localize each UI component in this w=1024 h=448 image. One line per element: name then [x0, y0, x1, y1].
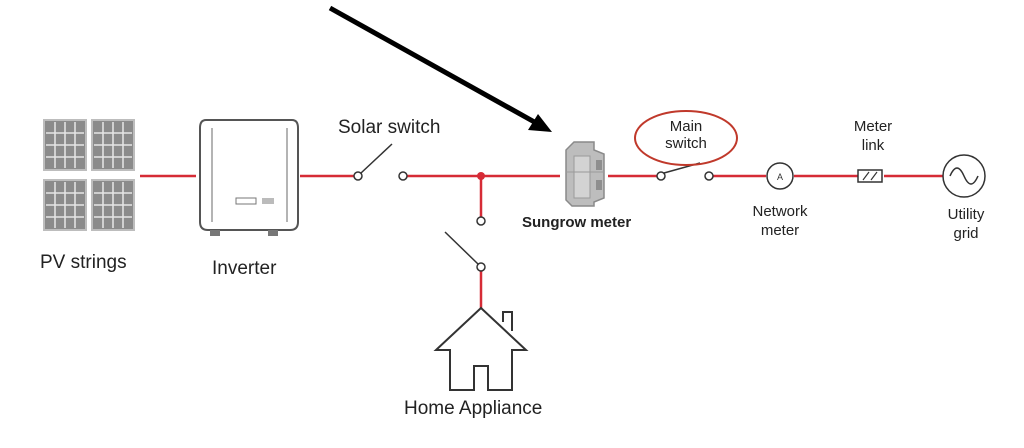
meter-link-label-line1: Meter [853, 118, 893, 135]
house-icon [433, 306, 529, 391]
main-switch-label: Main switch [648, 118, 724, 153]
junction-dot [477, 172, 485, 180]
utility-grid-label-line2: grid [953, 225, 979, 243]
ammeter-symbol: A [777, 172, 783, 182]
home-appliance-label: Home Appliance [404, 398, 543, 419]
utility-grid-label-line1: Utility [947, 206, 985, 223]
switch-blade [360, 143, 393, 174]
solar-panel-icon [91, 119, 135, 171]
meter-link-label-line2: link [861, 137, 885, 155]
switch-contact [353, 171, 363, 181]
network-meter-label-line1: Network [752, 203, 808, 220]
inverter-icon [199, 119, 299, 236]
meter-link-label: Meter link [838, 118, 908, 155]
solar-switch [353, 143, 408, 181]
ac-source-icon [942, 154, 986, 198]
sungrow-meter-label: Sungrow meter [522, 214, 632, 231]
arrow-icon [328, 5, 552, 132]
network-meter-label-line2: meter [760, 222, 800, 240]
switch-contact [704, 171, 714, 181]
switch-contact [476, 262, 486, 272]
network-meter-label: Network meter [742, 203, 818, 240]
switch-blade [444, 231, 479, 265]
pv-strings-label: PV strings [40, 252, 127, 273]
ammeter-icon: A [766, 162, 794, 190]
switch-contact [398, 171, 408, 181]
meter-device-icon [565, 141, 605, 207]
fuse-icon [857, 169, 883, 183]
solar-panel-icon [91, 179, 135, 231]
main-switch-label-line1: Main [669, 118, 703, 135]
switch-contact [476, 216, 486, 226]
solar-switch-label: Solar switch [338, 117, 441, 138]
main-switch-label-line2: switch [665, 135, 707, 153]
solar-panel-icon [43, 179, 87, 231]
inverter-label: Inverter [212, 258, 277, 279]
switch-contact [656, 171, 666, 181]
solar-panel-icon [43, 119, 135, 231]
highlight-ellipse [634, 110, 738, 166]
home-switch [444, 216, 486, 272]
solar-panel-icon [43, 119, 87, 171]
utility-grid-label: Utility grid [934, 206, 998, 243]
